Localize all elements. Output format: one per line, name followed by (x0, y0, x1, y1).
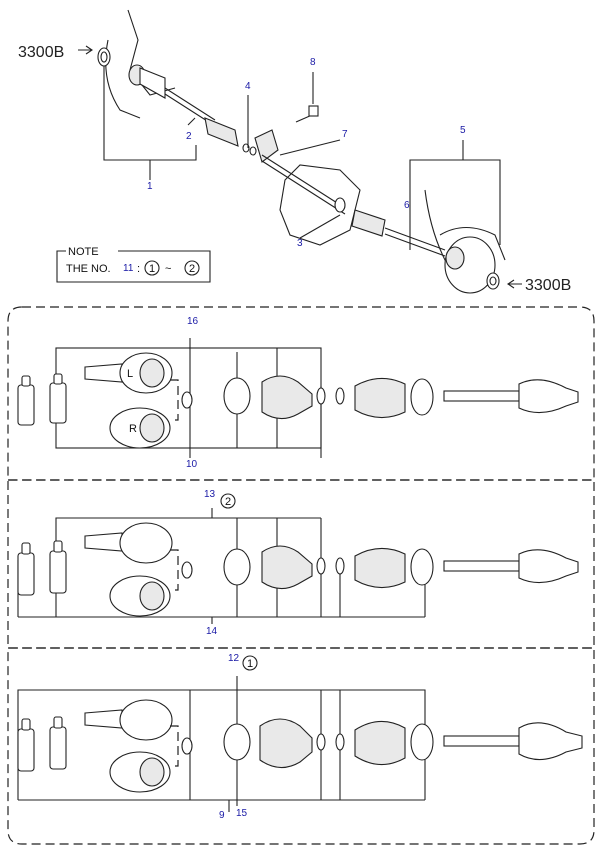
bracket-7 (254, 129, 279, 163)
panel-2: 13 2 14 (17, 489, 579, 637)
section-marker-2-circle (220, 493, 236, 509)
note-circle-end (184, 260, 200, 276)
spline-shaft (84, 532, 123, 552)
panel-1: L R 16 10 (17, 316, 579, 470)
boot-band-large (223, 548, 251, 586)
joint-housing (119, 522, 173, 564)
circlip (181, 737, 193, 755)
boot-band-large (223, 377, 251, 415)
section-marker-2[interactable]: 2 (225, 496, 231, 508)
callout-12[interactable]: 12 (228, 653, 240, 664)
outer-boot-band (410, 378, 434, 416)
callout-13[interactable]: 13 (204, 489, 216, 500)
boot-band-large (223, 723, 251, 761)
reference-code-bottom-right[interactable]: 3300B (525, 277, 571, 294)
boot-right (351, 209, 386, 237)
note-tilde: ~ (165, 263, 171, 275)
note-title: NOTE (68, 246, 99, 258)
circlip (181, 561, 193, 579)
grease-tube (17, 552, 35, 596)
spline-shaft (84, 363, 123, 383)
boot-band-small (316, 733, 326, 751)
joint-label-l: L (127, 368, 133, 380)
note-circle-start (144, 260, 160, 276)
grease-tube (49, 726, 67, 770)
boot-band-small (316, 557, 326, 575)
outer-boot (354, 377, 406, 419)
joint-housing (119, 699, 173, 741)
boot (261, 375, 313, 420)
outer-boot (354, 547, 406, 589)
boot-2 (204, 117, 239, 147)
transmission-sketch (279, 164, 361, 246)
joint-label-r: R (129, 423, 137, 435)
callout-15[interactable]: 15 (236, 808, 248, 819)
note-colon: : (137, 263, 140, 275)
note-range-start: 1 (149, 263, 155, 275)
section-marker-1[interactable]: 1 (247, 658, 253, 670)
callout-4[interactable]: 4 (245, 81, 251, 92)
callout-10[interactable]: 10 (186, 459, 198, 470)
outer-joint (518, 549, 579, 584)
panel-3: 12 1 9 15 (17, 653, 583, 821)
boot-band-small (335, 387, 345, 405)
circlip (181, 391, 193, 409)
callout-16[interactable]: 16 (187, 316, 199, 327)
note-box: NOTE THE NO. 11 : 1 ~ 2 (56, 246, 211, 283)
circlip-3 (334, 197, 346, 213)
callout-3[interactable]: 3 (297, 238, 303, 249)
drive-shaft (443, 735, 520, 747)
callout-9[interactable]: 9 (219, 810, 225, 821)
note-text: THE NO. (66, 263, 111, 275)
panel-frame-3 (7, 647, 595, 845)
spline-shaft (84, 709, 123, 729)
panel-frame-1 (7, 306, 595, 481)
outer-boot-band (410, 548, 434, 586)
callout-14[interactable]: 14 (206, 626, 218, 637)
drive-shaft (443, 390, 520, 402)
grease-tube (49, 382, 67, 424)
callout-5[interactable]: 5 (460, 125, 466, 136)
callout-8[interactable]: 8 (310, 57, 316, 68)
outer-boot (354, 720, 406, 766)
outer-joint (518, 379, 579, 414)
boot (259, 718, 313, 769)
callout-7[interactable]: 7 (342, 129, 348, 140)
callout-1[interactable]: 1 (147, 181, 153, 192)
reference-code-top-left[interactable]: 3300B (18, 44, 64, 61)
outer-joint (518, 722, 583, 761)
section-marker-1-circle (242, 655, 258, 671)
grease-tube (17, 384, 35, 426)
note-number: 11 (123, 263, 134, 274)
grease-tube (17, 728, 35, 772)
grease-tube (49, 550, 67, 594)
outer-boot-band (410, 723, 434, 761)
drive-shaft (443, 560, 520, 572)
callout-6[interactable]: 6 (404, 200, 410, 211)
boot-band-small (335, 557, 345, 575)
note-range-end: 2 (189, 263, 195, 275)
boot-band-small (316, 387, 326, 405)
boot (261, 545, 313, 590)
top-assembly: 1 2 3 4 5 6 7 8 3300B 3300B (18, 9, 571, 294)
callout-2[interactable]: 2 (186, 131, 192, 142)
boot-band-small (335, 733, 345, 751)
